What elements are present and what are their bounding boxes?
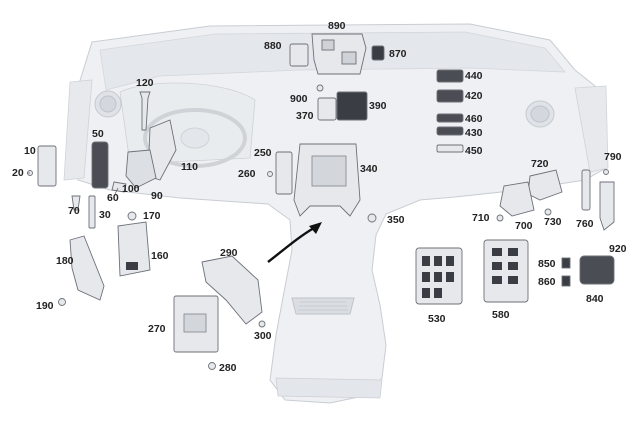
callout-420[interactable]: 420 <box>465 90 483 102</box>
callout-790[interactable]: 790 <box>604 151 622 163</box>
part-920 <box>599 181 615 231</box>
air-vents <box>94 90 555 128</box>
callout-880[interactable]: 880 <box>264 40 282 52</box>
dash-left-wing <box>63 79 93 181</box>
part-580 <box>483 239 529 303</box>
callout-340[interactable]: 340 <box>360 163 378 175</box>
part-350 <box>367 213 377 223</box>
part-420 <box>436 89 464 103</box>
callout-840[interactable]: 840 <box>586 293 604 305</box>
part-30 <box>88 195 96 229</box>
part-850 <box>561 257 571 269</box>
part-390 <box>336 91 368 121</box>
part-190 <box>58 298 66 306</box>
part-180 <box>69 235 105 301</box>
callout-170[interactable]: 170 <box>143 210 161 222</box>
part-860 <box>561 275 571 287</box>
part-700 <box>499 181 535 217</box>
part-430 <box>436 126 464 136</box>
part-460 <box>436 113 464 123</box>
callout-50[interactable]: 50 <box>92 128 104 140</box>
part-50 <box>91 141 109 189</box>
part-300 <box>258 320 266 328</box>
callout-850[interactable]: 850 <box>538 258 556 270</box>
callout-430[interactable]: 430 <box>465 127 483 139</box>
callout-20[interactable]: 20 <box>12 167 24 179</box>
callout-370[interactable]: 370 <box>296 110 314 122</box>
part-260 <box>267 171 273 177</box>
callout-10[interactable]: 10 <box>24 145 36 157</box>
part-880 <box>289 43 309 67</box>
part-730 <box>544 208 552 216</box>
callout-900[interactable]: 900 <box>290 93 308 105</box>
callout-730[interactable]: 730 <box>544 216 562 228</box>
steering-wheel <box>143 108 247 168</box>
callout-260[interactable]: 260 <box>238 168 256 180</box>
callout-180[interactable]: 180 <box>56 255 74 267</box>
callout-110[interactable]: 110 <box>181 161 198 173</box>
callout-250[interactable]: 250 <box>254 147 272 159</box>
leader-lines <box>27 172 119 195</box>
callout-120[interactable]: 120 <box>136 77 154 89</box>
parts <box>27 33 615 370</box>
part-450 <box>436 144 464 153</box>
callout-270[interactable]: 270 <box>148 323 166 335</box>
callout-300[interactable]: 300 <box>254 330 272 342</box>
callout-30[interactable]: 30 <box>99 209 111 221</box>
callout-90[interactable]: 90 <box>151 190 163 202</box>
callout-530[interactable]: 530 <box>428 313 446 325</box>
part-60 <box>111 181 127 193</box>
dash-right-wing <box>574 85 609 173</box>
callout-460[interactable]: 460 <box>465 113 483 125</box>
callout-760[interactable]: 760 <box>576 218 594 230</box>
callout-190[interactable]: 190 <box>36 300 54 312</box>
callout-440[interactable]: 440 <box>465 70 483 82</box>
callout-450[interactable]: 450 <box>465 145 483 157</box>
part-290 <box>201 255 263 325</box>
callout-580[interactable]: 580 <box>492 309 510 321</box>
part-790 <box>603 169 609 175</box>
callout-280[interactable]: 280 <box>219 362 237 374</box>
part-280 <box>208 362 216 370</box>
part-370 <box>317 97 337 121</box>
console-foot <box>275 377 383 399</box>
callout-920[interactable]: 920 <box>609 243 627 255</box>
part-100-90 <box>125 149 157 189</box>
callout-350[interactable]: 350 <box>387 214 405 226</box>
part-120 <box>139 91 151 131</box>
part-890 <box>311 33 367 75</box>
part-170 <box>127 211 137 221</box>
part-900 <box>316 84 324 92</box>
callout-720[interactable]: 720 <box>531 158 549 170</box>
callout-390[interactable]: 390 <box>369 100 387 112</box>
part-250 <box>275 151 293 195</box>
callout-870[interactable]: 870 <box>389 48 407 60</box>
callout-890[interactable]: 890 <box>328 20 346 32</box>
callout-290[interactable]: 290 <box>220 247 238 259</box>
callout-710[interactable]: 710 <box>472 212 490 224</box>
callout-700[interactable]: 700 <box>515 220 533 232</box>
part-70 <box>71 195 81 211</box>
part-760 <box>581 169 591 211</box>
callout-60[interactable]: 60 <box>107 192 119 204</box>
part-870 <box>371 45 385 61</box>
arrow-icon <box>267 222 322 263</box>
part-10 <box>37 145 57 187</box>
callout-860[interactable]: 860 <box>538 276 556 288</box>
callout-70[interactable]: 70 <box>68 205 80 217</box>
part-840 <box>579 255 615 285</box>
part-440 <box>436 69 464 83</box>
callout-160[interactable]: 160 <box>151 250 169 262</box>
part-710 <box>496 214 504 222</box>
callout-100[interactable]: 100 <box>122 183 140 195</box>
